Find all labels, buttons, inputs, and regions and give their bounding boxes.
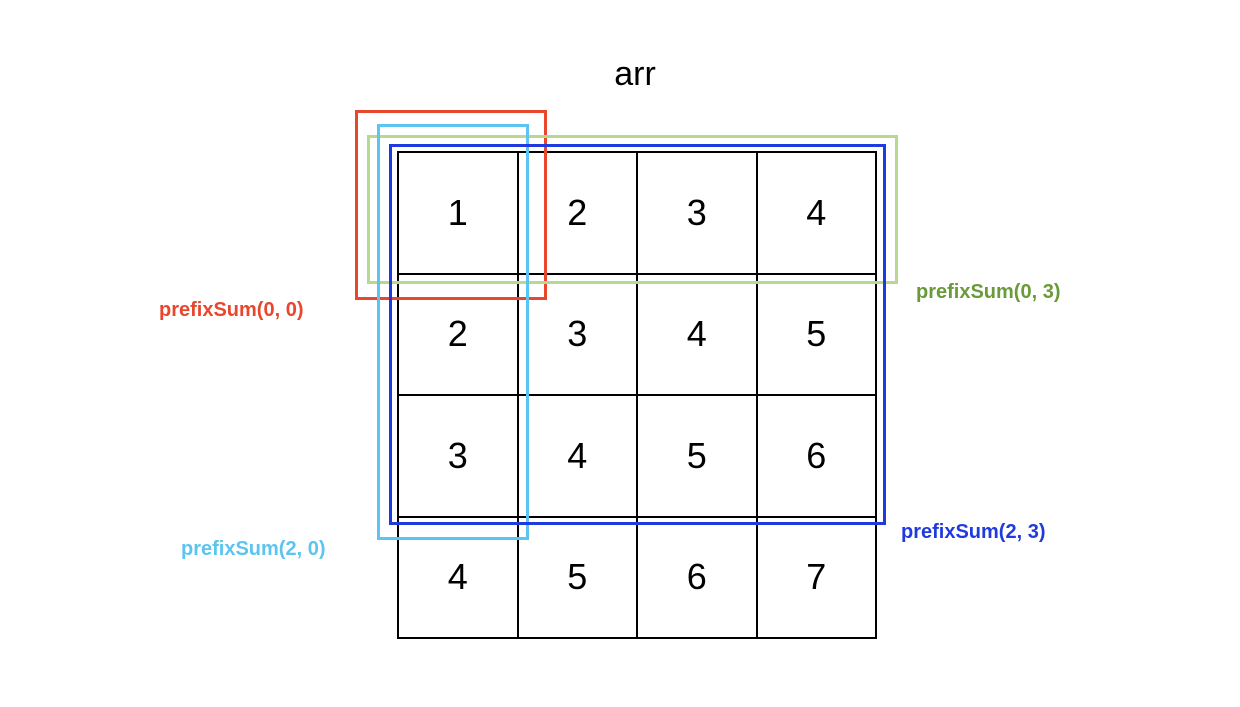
prefixsum-2-0-label: prefixSum(2, 0) — [181, 538, 326, 560]
cell-1-0: 2 — [398, 273, 518, 395]
cell-3-0: 4 — [398, 516, 518, 638]
cell-3-3: 7 — [756, 516, 876, 638]
cell-2-2: 5 — [637, 395, 757, 517]
cell-3-1: 5 — [517, 516, 637, 638]
cell-0-0: 1 — [398, 152, 518, 274]
diagram-title: arr — [614, 55, 656, 93]
cell-0-1: 2 — [517, 152, 637, 274]
arr-grid: 1 2 3 4 2 3 4 5 3 4 5 6 4 5 6 7 — [397, 151, 877, 639]
cell-2-3: 6 — [756, 395, 876, 517]
cell-2-0: 3 — [398, 395, 518, 517]
cell-1-3: 5 — [756, 273, 876, 395]
cell-1-1: 3 — [517, 273, 637, 395]
cell-3-2: 6 — [637, 516, 757, 638]
cell-0-2: 3 — [637, 152, 757, 274]
prefixsum-0-3-label: prefixSum(0, 3) — [916, 281, 1061, 303]
cell-1-2: 4 — [637, 273, 757, 395]
cell-2-1: 4 — [517, 395, 637, 517]
prefixsum-0-0-label: prefixSum(0, 0) — [159, 299, 304, 321]
cell-0-3: 4 — [756, 152, 876, 274]
prefixsum-2-3-label: prefixSum(2, 3) — [901, 521, 1046, 543]
